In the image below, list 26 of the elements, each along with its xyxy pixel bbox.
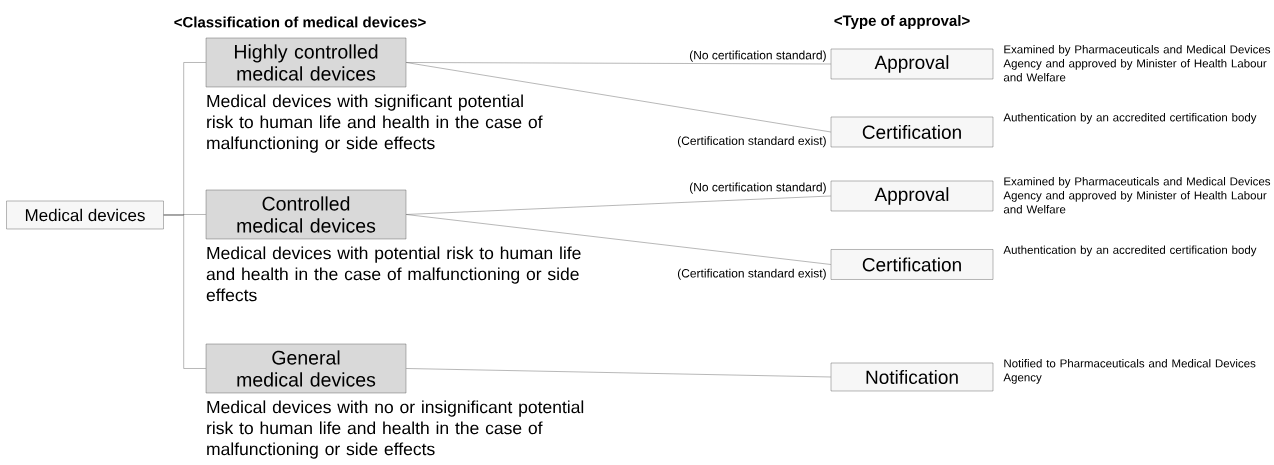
description-text: Medical devices with no or insignificant potential risk to human life and health in the case of malfunctioning or side effects (207, 400, 584, 459)
approval-type-box: Notification (830, 362, 994, 392)
edge-label: (Certification standard exist) (676, 135, 828, 149)
category-box: Highly controlled medical devices (205, 37, 407, 88)
connector-line (406, 62, 831, 133)
heading: <Type of approval> (834, 15, 970, 29)
edge-label: (No certification standard) (688, 49, 828, 63)
approval-type-box: Approval (830, 48, 994, 80)
approval-type-box: Certification (830, 116, 994, 148)
description-text: Examined by Pharmaceuticals and Medical Devices Agency and approved by Minister of Health Labour and Welfare (1003, 177, 1271, 214)
edge-label: (Certification standard exist) (676, 267, 828, 281)
connector-line (406, 368, 831, 378)
description-text: Authentication by an accredited certification body (1003, 113, 1257, 124)
root-box: Medical devices (6, 200, 164, 230)
category-box: General medical devices (205, 343, 407, 394)
category-box: Controlled medical devices (205, 189, 407, 240)
approval-type-box: Approval (830, 180, 994, 212)
description-text: Examined by Pharmaceuticals and Medical Devices Agency and approved by Minister of Health Labour and Welfare (1003, 45, 1271, 82)
description-text: Notified to Pharmaceuticals and Medical Devices Agency (1003, 359, 1256, 384)
edge-label: (No certification standard) (688, 181, 828, 195)
description-text: Medical devices with significant potential risk to human life and health in the case of malfunctioning or side effects (207, 94, 543, 153)
connector-line (163, 214, 206, 369)
description-text: Authentication by an accredited certification body (1003, 245, 1257, 257)
description-text: Medical devices with potential risk to human life and health in the case of malfunctioning or side effects (206, 246, 581, 302)
connector-line (406, 214, 831, 265)
approval-type-box: Certification (830, 249, 994, 280)
